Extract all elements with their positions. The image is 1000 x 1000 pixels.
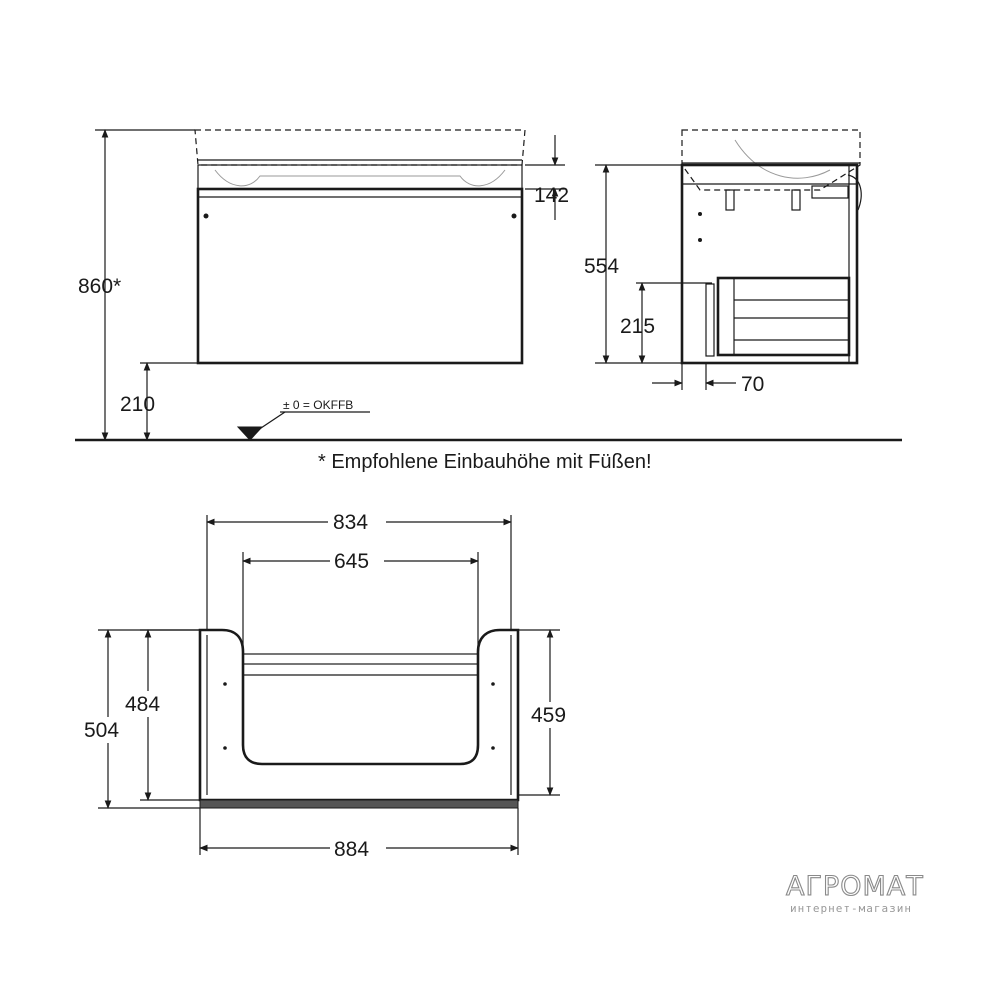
dim-inner-width: 645 — [334, 550, 369, 573]
front-view: 860* 142 210 ± 0 = OKFFB — [78, 129, 569, 441]
side-view: 554 215 70 — [584, 129, 862, 396]
plan-cabinet-outline — [198, 628, 520, 802]
floor-reference-symbol — [236, 426, 264, 441]
plan-front-strip — [199, 799, 519, 809]
side-cabinet — [680, 163, 859, 365]
watermark-brand: АГРОМАТ — [786, 871, 924, 902]
dim-drawer-height: 215 — [620, 315, 655, 338]
floor-reference-label: ± 0 = OKFFB — [283, 398, 353, 412]
dim-overall-width: 884 — [334, 838, 369, 861]
front-cabinet — [196, 187, 524, 365]
plan-view: 834 645 504 484 459 884 — [84, 508, 575, 861]
dim-floor-clearance: 210 — [120, 393, 155, 416]
dim-depth-right: 459 — [531, 704, 566, 727]
side-basin-outline — [681, 129, 861, 191]
footnote: * Empfohlene Einbauhöhe mit Füßen! — [318, 451, 652, 473]
dim-depth-inner: 484 — [125, 693, 160, 716]
watermark-tagline: интернет-магазин — [790, 902, 912, 915]
dim-total-height: 860* — [78, 275, 121, 298]
dim-basin-offset: 142 — [534, 184, 569, 207]
watermark: АГРОМАТ интернет-магазин — [785, 870, 924, 915]
side-drawer — [716, 276, 851, 357]
dim-wall-offset: 70 — [741, 373, 764, 396]
dim-cabinet-height: 554 — [584, 255, 619, 278]
dim-outer-width-top: 834 — [333, 511, 368, 534]
dim-depth-total: 504 — [84, 719, 119, 742]
